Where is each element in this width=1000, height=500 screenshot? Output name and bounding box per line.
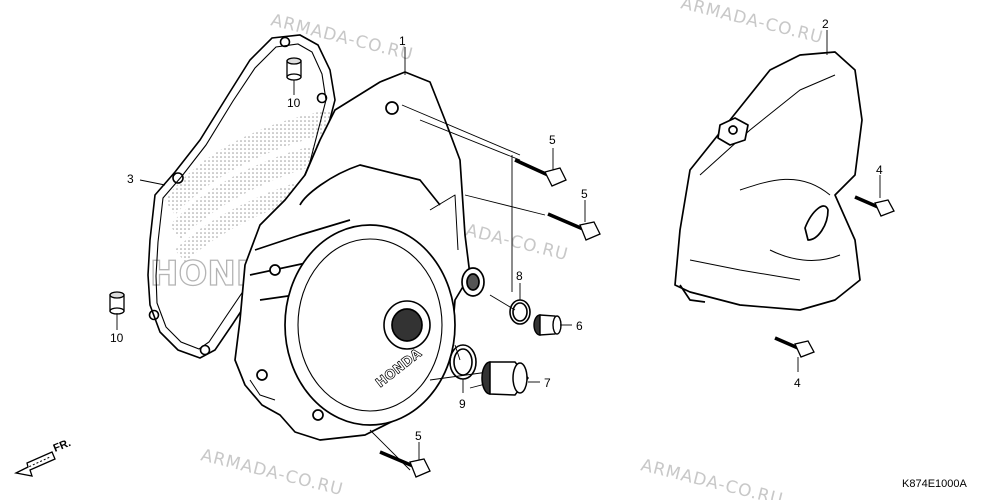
o-ring-part-8 <box>509 299 531 325</box>
watermark-text: ARMADA-CO.RU <box>639 455 786 500</box>
front-label: FR. <box>52 437 73 455</box>
crankshaft-hole-cap-part-7 <box>481 361 529 396</box>
bolt-4-upper <box>854 195 895 217</box>
callout-7: 7 <box>544 376 551 390</box>
sprocket-cover-part-2 <box>674 51 863 311</box>
callout-6: 6 <box>576 319 583 333</box>
dowel-pin-top <box>286 57 302 81</box>
callout-4-lower: 4 <box>794 376 801 390</box>
watermark-text: ARMADA-CO.RU <box>199 445 346 500</box>
callout-1: 1 <box>399 34 406 48</box>
callout-10-lower: 10 <box>110 331 124 345</box>
bolt-5-middle <box>547 212 601 241</box>
callout-10-upper: 10 <box>287 96 301 110</box>
timing-hole-cap-part-6 <box>533 314 562 336</box>
leader-lines <box>116 30 881 460</box>
diagram-code: K874E1000A <box>902 478 967 490</box>
bolt-5-upper <box>514 158 567 187</box>
callout-4-upper: 4 <box>876 163 883 177</box>
callout-numbers: 1 2 3 4 4 5 5 5 6 7 8 9 10 10 <box>110 17 883 443</box>
callout-2: 2 <box>822 17 829 31</box>
left-crankcase-cover-part-1: HONDA <box>234 71 485 441</box>
callout-9: 9 <box>459 397 466 411</box>
front-direction-arrow: FR. <box>13 437 73 477</box>
o-ring-part-9 <box>449 344 477 380</box>
callout-5-upper: 5 <box>549 133 556 147</box>
callout-3: 3 <box>127 172 134 186</box>
bolt-5-lower <box>379 450 431 478</box>
callout-5-middle: 5 <box>581 187 588 201</box>
watermark-text: ARMADA-CO.RU <box>269 10 416 65</box>
callout-5-lower: 5 <box>415 429 422 443</box>
watermark-text: ARMADA-CO.RU <box>679 0 826 48</box>
bolt-4-lower <box>774 336 815 358</box>
callout-8: 8 <box>516 269 523 283</box>
dowel-pin-bottom <box>109 291 125 315</box>
